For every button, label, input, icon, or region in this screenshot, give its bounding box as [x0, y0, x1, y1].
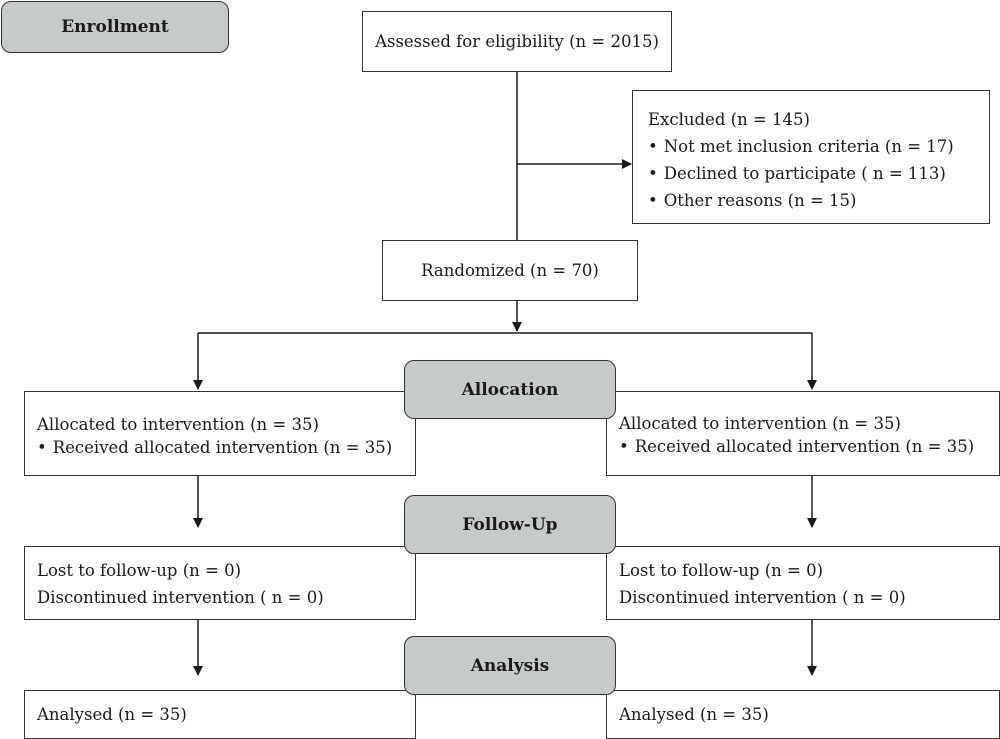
- excluded-item: Other reasons (n = 15): [648, 187, 989, 214]
- right-allocated-text: Allocated to intervention (n = 35): [619, 414, 901, 433]
- analysis-label: Analysis: [470, 655, 550, 676]
- assessed-text: Assessed for eligibility (n = 2015): [375, 31, 659, 51]
- right-followup-box: Lost to follow-up (n = 0) Discontinued i…: [606, 546, 1000, 620]
- randomized-box: Randomized (n = 70): [382, 240, 638, 301]
- followup-stage-label: Follow-Up: [404, 495, 616, 554]
- excluded-item: Declined to participate ( n = 113): [648, 160, 989, 187]
- left-allocation-box: Allocated to intervention (n = 35) Recei…: [24, 391, 416, 476]
- left-received-text: Received allocated intervention (n = 35): [37, 436, 415, 459]
- excluded-box: Excluded (n = 145) Not met inclusion cri…: [632, 90, 990, 224]
- randomized-text: Randomized (n = 70): [421, 260, 599, 280]
- allocation-label: Allocation: [461, 379, 559, 400]
- left-lost-text: Lost to follow-up (n = 0): [37, 561, 242, 580]
- left-allocated-text: Allocated to intervention (n = 35): [37, 415, 319, 434]
- right-received-text: Received allocated intervention (n = 35): [619, 435, 999, 458]
- analysis-stage-label: Analysis: [404, 636, 616, 695]
- left-discontinued-text: Discontinued intervention ( n = 0): [37, 588, 324, 607]
- enrollment-stage-label: Enrollment: [1, 1, 229, 53]
- right-analysis-box: Analysed (n = 35): [606, 690, 1000, 739]
- right-analysed-text: Analysed (n = 35): [619, 705, 769, 724]
- left-followup-box: Lost to follow-up (n = 0) Discontinued i…: [24, 546, 416, 620]
- right-allocation-box: Allocated to intervention (n = 35) Recei…: [606, 391, 1000, 476]
- allocation-stage-label: Allocation: [404, 360, 616, 419]
- enrollment-label: Enrollment: [61, 17, 169, 37]
- excluded-item: Not met inclusion criteria (n = 17): [648, 133, 989, 160]
- right-lost-text: Lost to follow-up (n = 0): [619, 561, 824, 580]
- right-discontinued-text: Discontinued intervention ( n = 0): [619, 588, 906, 607]
- left-analysis-box: Analysed (n = 35): [24, 690, 416, 739]
- excluded-title: Excluded (n = 145): [648, 110, 810, 129]
- assessed-box: Assessed for eligibility (n = 2015): [362, 11, 672, 72]
- left-analysed-text: Analysed (n = 35): [37, 705, 187, 724]
- followup-label: Follow-Up: [462, 514, 558, 535]
